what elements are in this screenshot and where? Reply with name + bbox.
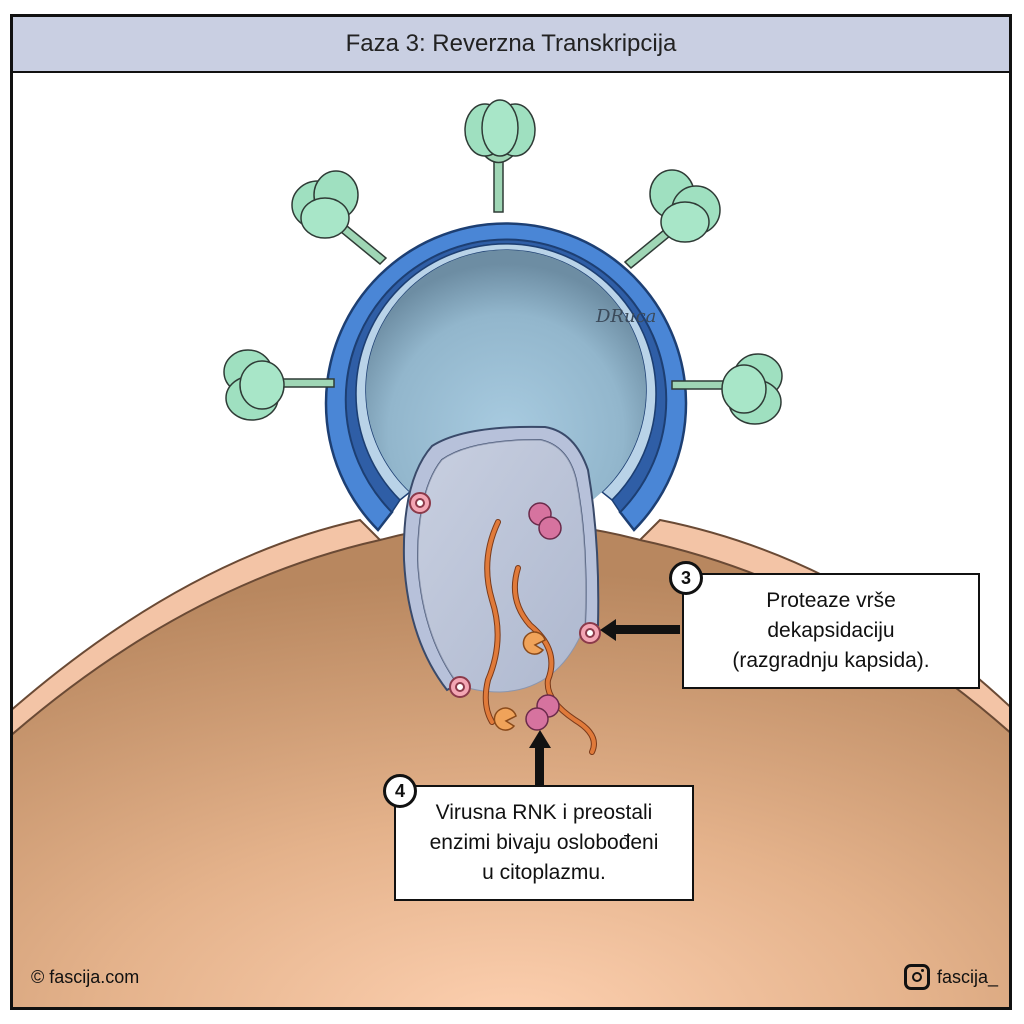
glycoprotein-right bbox=[671, 353, 783, 425]
step-badge-4: 4 bbox=[383, 774, 417, 808]
arrow-to-enzymes bbox=[529, 730, 551, 785]
callout-rna-release: Virusna RNK i preostali enzimi bivaju os… bbox=[394, 785, 694, 901]
capsid-interior bbox=[417, 439, 587, 693]
integrase-enzyme bbox=[522, 631, 546, 655]
glycoproteins bbox=[223, 99, 783, 425]
step-badge-3: 3 bbox=[669, 561, 703, 595]
arrows bbox=[529, 619, 680, 785]
protease-enzyme bbox=[409, 492, 431, 514]
enzymes-pink bbox=[525, 502, 562, 731]
arrow-to-protease bbox=[600, 619, 680, 641]
artist-signature: DRuca bbox=[595, 306, 656, 327]
instagram-handle: fascija_ bbox=[937, 967, 999, 987]
proteases bbox=[409, 492, 601, 698]
reverse-transcriptase-enzyme bbox=[525, 694, 560, 731]
enzymes-orange bbox=[493, 631, 546, 731]
figure-frame: DRuca bbox=[10, 14, 1012, 1010]
glycoprotein-top bbox=[464, 99, 536, 213]
protease-enzyme bbox=[449, 676, 471, 698]
protease-enzyme bbox=[579, 622, 601, 644]
glycoprotein-upper-right bbox=[623, 169, 721, 270]
instagram-icon bbox=[904, 964, 930, 990]
page-title: Faza 3: Reverzna Transkripcija bbox=[13, 17, 1009, 73]
callout-line: u citoplazmu. bbox=[482, 861, 606, 884]
callout-line: enzimi bivaju oslobođeni bbox=[429, 831, 659, 854]
callout-line: Virusna RNK i preostali bbox=[435, 801, 653, 824]
callout-line: Proteaze vrše bbox=[766, 589, 896, 612]
integrase-enzyme bbox=[493, 707, 517, 731]
callout-line: (razgradnju kapsida). bbox=[732, 649, 930, 672]
glycoprotein-upper-left bbox=[291, 170, 388, 266]
reverse-transcriptase-enzyme bbox=[528, 502, 562, 540]
copyright-text: © fascija.com bbox=[31, 967, 140, 987]
callout-line: dekapsidaciju bbox=[767, 619, 895, 642]
capsid bbox=[402, 425, 600, 693]
callout-protease: Proteaze vrše dekapsidaciju (razgradnju … bbox=[682, 573, 980, 689]
glycoprotein-left bbox=[223, 349, 335, 421]
